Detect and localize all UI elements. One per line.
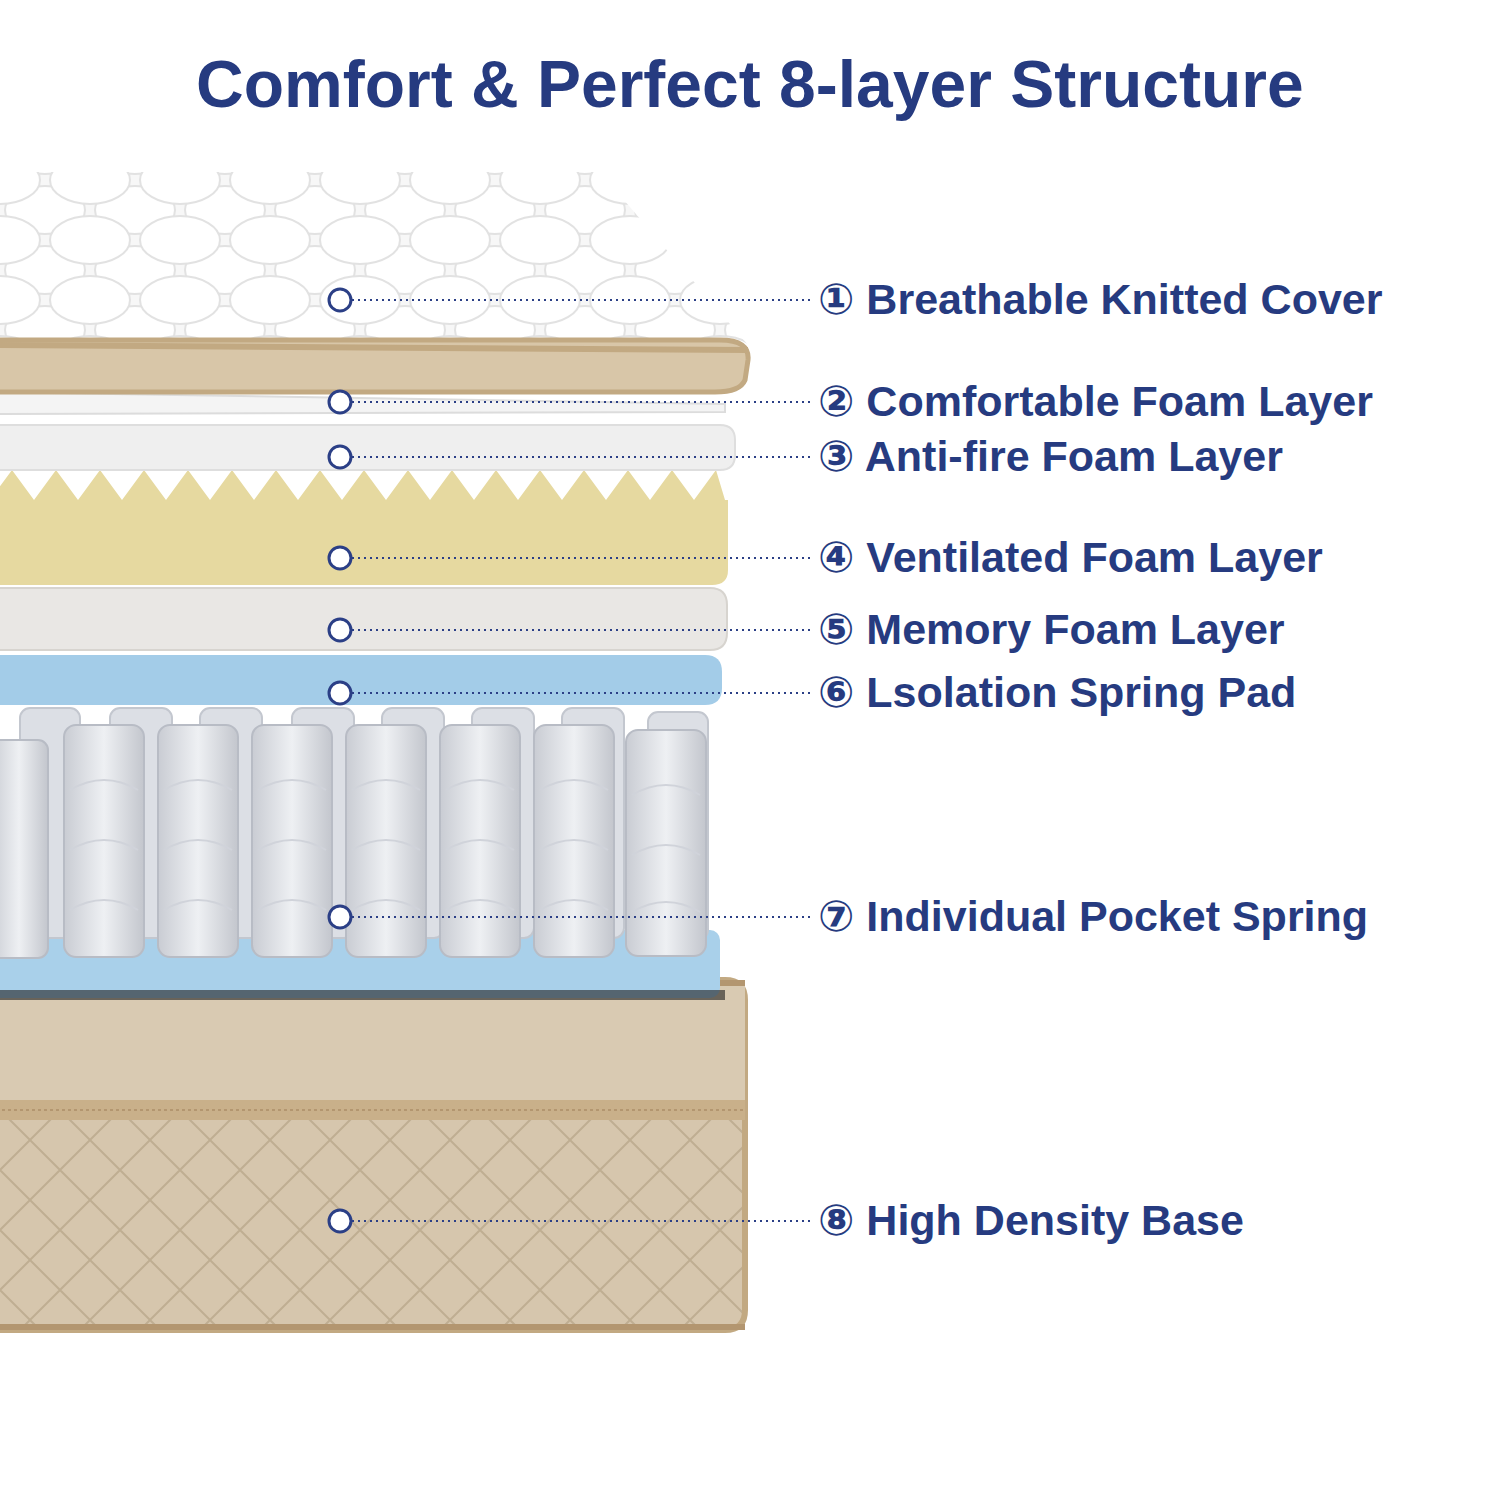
leader-line (352, 629, 810, 631)
callout-label: ⑤ Memory Foam Layer (818, 605, 1285, 654)
callout-dot (329, 1210, 351, 1232)
callout-dot (329, 289, 351, 311)
callout-label: ⑧ High Density Base (818, 1196, 1244, 1245)
callout-label: ① Breathable Knitted Cover (818, 275, 1382, 324)
leader-line (352, 557, 810, 559)
leader-line (352, 401, 810, 403)
title: Comfort & Perfect 8-layer Structure (196, 47, 1304, 123)
callout-label: ⑥ Lsolation Spring Pad (818, 668, 1296, 717)
callout-dot (329, 906, 351, 928)
callout-dot (329, 619, 351, 641)
callout-label: ④ Ventilated Foam Layer (818, 533, 1323, 582)
callout-label: ③ Anti-fire Foam Layer (818, 432, 1283, 481)
callout-dot (329, 547, 351, 569)
callout-dot (329, 391, 351, 413)
callout-dot (329, 682, 351, 704)
leader-line (352, 299, 810, 301)
callout-label: ⑦ Individual Pocket Spring (818, 892, 1368, 941)
callout-label: ② Comfortable Foam Layer (818, 377, 1373, 426)
leader-line (352, 456, 810, 458)
leader-line (352, 916, 810, 918)
leader-line (352, 1220, 810, 1222)
leader-line (352, 692, 810, 694)
callout-dot (329, 446, 351, 468)
